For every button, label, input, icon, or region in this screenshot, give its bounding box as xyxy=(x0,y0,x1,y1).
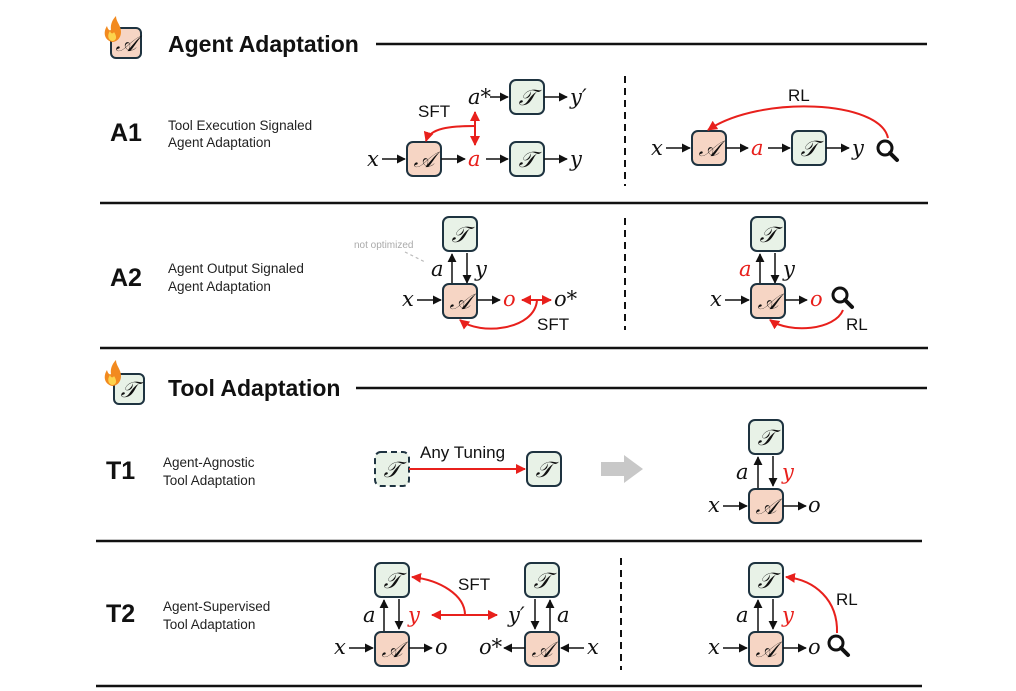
var-o: o xyxy=(503,287,516,311)
row-a1: A1 Tool Execution Signaled Agent Adaptat… xyxy=(110,76,899,186)
var-o-star: o* xyxy=(554,287,578,311)
var-o: o xyxy=(435,635,448,659)
method-label: SFT xyxy=(537,315,569,334)
t1-usage-diagram: 𝒯 a y x 𝒜 o xyxy=(708,419,821,524)
tool-box xyxy=(524,562,560,598)
note-pointer xyxy=(404,251,426,263)
section-title-agent: Agent Adaptation xyxy=(168,31,359,57)
t2-rl-diagram: 𝒯 a y x 𝒜 o RL xyxy=(708,562,858,667)
var-x: x xyxy=(708,635,720,659)
var-y-prime: y′ xyxy=(507,603,525,627)
method-label: RL xyxy=(846,315,868,334)
var-a: a xyxy=(363,603,376,627)
var-y: y xyxy=(407,603,421,627)
var-a: a xyxy=(736,603,749,627)
agent-box xyxy=(524,631,560,667)
agent-box xyxy=(374,631,410,667)
method-label: SFT xyxy=(418,102,450,121)
tool-box xyxy=(748,562,784,598)
var-y: y xyxy=(851,136,865,160)
magnifier-icon xyxy=(831,286,854,309)
section-title-tool: Tool Adaptation xyxy=(168,375,340,401)
row-desc-line2: Agent Adaptation xyxy=(168,279,271,294)
var-x: x xyxy=(334,635,346,659)
var-a: a xyxy=(736,460,749,484)
var-a: a xyxy=(739,257,752,281)
sft-feedback-arrow xyxy=(423,125,476,142)
right-arrow-icon xyxy=(601,455,643,483)
var-x: x xyxy=(651,136,663,160)
row-t2: T2 Agent-Supervised Tool Adaptation 𝒯 a … xyxy=(106,558,858,670)
var-o-star: o* xyxy=(479,635,503,659)
method-label: Any Tuning xyxy=(420,443,505,462)
var-y: y xyxy=(569,147,583,171)
magnifier-icon xyxy=(827,634,850,657)
var-y: y xyxy=(474,257,488,281)
method-label: RL xyxy=(788,86,810,105)
row-desc-line1: Tool Execution Signaled xyxy=(168,118,312,133)
t1-tuning-diagram: 𝒯 Any Tuning 𝒯 xyxy=(374,443,643,487)
a2-sft-diagram: 𝒯 a y x 𝒜 o o* SFT xyxy=(402,216,578,334)
rl-feedback-arrow xyxy=(769,309,844,330)
rl-feedback-arrow xyxy=(707,105,889,139)
agent-box xyxy=(442,283,478,319)
var-a: a xyxy=(557,603,570,627)
row-id: A2 xyxy=(110,264,142,292)
rl-feedback-arrow xyxy=(785,572,839,634)
a1-sft-diagram: x 𝒜 a 𝒯 y a* 𝒯 y′ SFT xyxy=(367,79,587,177)
fire-icon xyxy=(104,360,121,386)
row-desc-line2: Agent Adaptation xyxy=(168,135,271,150)
var-o: o xyxy=(808,635,821,659)
tuned-tool-box xyxy=(526,451,562,487)
agent-box xyxy=(748,631,784,667)
row-desc-line2: Tool Adaptation xyxy=(163,617,255,632)
row-desc-line1: Agent-Supervised xyxy=(163,599,270,614)
var-a-star: a* xyxy=(468,85,492,109)
not-optimized-note: not optimized xyxy=(354,240,413,251)
var-x: x xyxy=(708,493,720,517)
section-tool-adaptation: 𝒯 Tool Adaptation T1 Agent-Agnostic Tool… xyxy=(96,360,927,688)
row-id: T2 xyxy=(106,600,135,628)
row-desc-line1: Agent Output Signaled xyxy=(168,261,304,276)
row-id: T1 xyxy=(106,457,135,485)
agent-badge: 𝒜 xyxy=(104,16,143,59)
row-desc-line1: Agent-Agnostic xyxy=(163,455,255,470)
method-label: RL xyxy=(836,590,858,609)
a1-rl-diagram: x 𝒜 a 𝒯 y RL xyxy=(651,86,899,166)
sft-feedback-arrow xyxy=(411,572,466,616)
var-o: o xyxy=(810,287,823,311)
var-a: a xyxy=(468,147,481,171)
t2-sft-diagram: 𝒯 a y x 𝒜 o SFT 𝒯 y′ a xyxy=(334,562,599,667)
var-o: o xyxy=(808,493,821,517)
row-desc-line2: Tool Adaptation xyxy=(163,473,255,488)
tool-badge: 𝒯 xyxy=(104,360,145,405)
var-x: x xyxy=(367,147,379,171)
tool-box xyxy=(374,562,410,598)
sft-feedback-arrow xyxy=(459,299,538,330)
row-t1: T1 Agent-Agnostic Tool Adaptation 𝒯 Any … xyxy=(106,419,821,524)
method-label: SFT xyxy=(458,575,490,594)
a2-rl-diagram: 𝒯 a y x 𝒜 o RL xyxy=(710,216,868,334)
section-agent-adaptation: 𝒜 Agent Adaptation A1 Tool Execution Sig… xyxy=(100,16,928,350)
magnifier-icon xyxy=(876,139,899,162)
var-a: a xyxy=(431,257,444,281)
tool-box xyxy=(442,216,478,252)
var-x: x xyxy=(402,287,414,311)
tool-box xyxy=(750,216,786,252)
agent-box xyxy=(750,283,786,319)
var-y: y xyxy=(781,603,795,627)
var-x: x xyxy=(710,287,722,311)
fire-icon xyxy=(104,16,121,42)
row-a2: A2 Agent Output Signaled Agent Adaptatio… xyxy=(110,216,868,334)
row-id: A1 xyxy=(110,119,142,147)
var-x: x xyxy=(587,635,599,659)
var-y: y xyxy=(781,460,795,484)
var-y-prime: y′ xyxy=(569,85,587,109)
var-y: y xyxy=(782,257,796,281)
tool-box xyxy=(748,419,784,455)
var-a: a xyxy=(751,136,764,160)
